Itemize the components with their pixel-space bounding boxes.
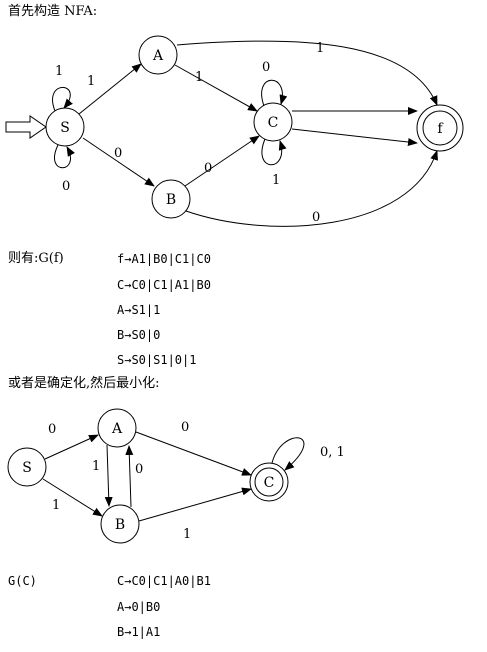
nfa-state-c-label: C (268, 115, 279, 131)
dfa-state-b (100, 504, 140, 544)
nfa-label-c-loop-top: 0 (262, 60, 270, 75)
dfa-edge-b-c (138, 487, 252, 522)
nfa-diagram: S A B C f 1 0 1 (5, 35, 464, 227)
nfa-state-c (253, 102, 293, 142)
nfa-state-s-label: S (60, 120, 70, 136)
nfa-state-a-label: A (152, 48, 164, 64)
nfa-start-arrow (5, 115, 47, 139)
dfa-label-s-a: 0 (48, 422, 56, 437)
dfa-edge-b-a (125, 445, 134, 508)
nfa-label-s-b: 0 (114, 146, 122, 161)
dfa-edge-s-b (42, 478, 103, 517)
nfa-edge-s-loop-lower (54, 144, 75, 169)
dfa-state-b-label: B (115, 517, 125, 533)
grammar1-prefix: 则有:G(f) (8, 251, 64, 266)
dfa-edge-s-a (44, 434, 99, 460)
dfa-diagram: S A B C 0 1 1 0 0 1 0, 1 (7, 408, 345, 544)
grammar2-rule: C→C0|C1|A0|B1 (117, 574, 211, 588)
dfa-label-b-c: 1 (183, 527, 191, 542)
dfa-edge-a-b (104, 444, 113, 507)
dfa-state-c-inner (254, 467, 284, 497)
dfa-edge-c-loop (271, 437, 305, 471)
nfa-edge-c-loop-upper (261, 79, 288, 107)
nfa-state-b-label: B (166, 192, 176, 208)
nfa-edge-b-c (184, 135, 260, 187)
dfa-state-c-label: C (264, 475, 275, 491)
nfa-label-s-loop: 1 (55, 64, 63, 79)
nfa-edge-b-f (185, 150, 438, 227)
nfa-edge-a-c (174, 64, 258, 112)
dfa-heading: 或者是确定化,然后最小化: (8, 376, 160, 391)
nfa-state-f-label: f (437, 121, 444, 137)
nfa-edge-s-loop-upper (52, 87, 73, 112)
nfa-edge-c-loop-lower (261, 138, 287, 166)
nfa-label-s-loop-lower: 0 (62, 179, 70, 194)
dfa-label-b-a: 0 (135, 462, 143, 477)
nfa-state-a (138, 35, 178, 75)
nfa-label-b-c: 0 (204, 161, 212, 176)
dfa-state-a-label: A (111, 421, 123, 437)
dfa-label-s-b: 1 (52, 498, 60, 513)
grammar1-rule: A→S1|1 (117, 303, 161, 317)
grammar1-rule: f→A1|B0|C1|C0 (117, 252, 211, 266)
nfa-label-c-loop-bottom: 1 (272, 173, 280, 188)
nfa-edge-s-a (78, 63, 142, 115)
grammar2-rule: B→1|A1 (117, 625, 161, 639)
dfa-edge-a-c (135, 431, 252, 476)
grammar1-rule: B→S0|0 (117, 328, 161, 342)
nfa-edge-c-f-bottom (291, 128, 418, 146)
nfa-label-a-f: 1 (316, 41, 324, 56)
grammar1-rule: S→S0|S1|0|1 (117, 353, 197, 367)
dfa-label-c-loop: 0, 1 (320, 445, 345, 460)
nfa-label-s-a: 1 (87, 74, 95, 89)
nfa-label-b-f: 0 (312, 210, 320, 225)
nfa-edge-a-f (176, 40, 438, 106)
nfa-heading: 首先构造 NFA: (8, 4, 98, 19)
nfa-edge-s-b (82, 137, 155, 187)
grammar2-rule: A→0|B0 (117, 600, 161, 614)
dfa-state-a (97, 408, 137, 448)
nfa-state-f-inner (422, 110, 458, 146)
nfa-label-a-c: 1 (195, 70, 203, 85)
nfa-state-b (151, 179, 191, 219)
dfa-label-a-b: 1 (92, 459, 100, 474)
grammar2-prefix: G(C) (8, 574, 37, 588)
dfa-state-s (7, 447, 47, 487)
dfa-state-s-label: S (22, 460, 32, 476)
grammar1-rule: C→C0|C1|A1|B0 (117, 278, 211, 292)
dfa-label-a-c: 0 (181, 420, 189, 435)
